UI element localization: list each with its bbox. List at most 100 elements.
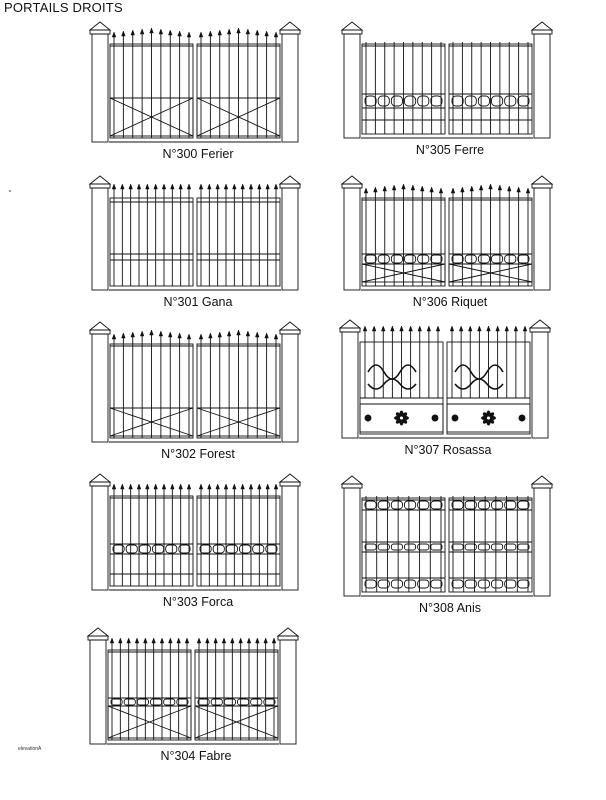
spear-tip: [399, 325, 404, 332]
ring-ornament: [417, 579, 430, 589]
ring-ornament: [110, 698, 123, 706]
pillar: [281, 33, 299, 143]
gate-306: N°306 Riquet: [340, 172, 560, 309]
ring-ornament: [364, 579, 377, 589]
pillar: [343, 487, 361, 597]
pillar-cap: [530, 21, 554, 31]
spear-tip: [136, 183, 142, 190]
ring-ornament: [464, 254, 477, 264]
ring-ornament: [252, 544, 265, 554]
pillar-cap: [278, 175, 302, 185]
gate-307-drawing: [338, 319, 552, 439]
ring-ornament: [491, 95, 504, 107]
gate-leaf-left: [109, 197, 194, 287]
pillar-cap: [528, 319, 552, 329]
cross-panel: [448, 263, 533, 283]
spear-tip: [198, 333, 204, 340]
spear-tip: [525, 187, 531, 194]
spear-tip: [118, 637, 123, 644]
spear-tip: [161, 183, 167, 190]
spear-tip: [217, 29, 222, 36]
spear-tip: [507, 185, 512, 192]
spear-tip: [170, 183, 175, 190]
spear-tip: [246, 637, 252, 644]
spear-tip: [134, 637, 140, 644]
spear-tip: [128, 183, 133, 190]
spear-tip: [208, 30, 213, 37]
pillar-cap: [88, 21, 112, 31]
pillar-cap: [278, 321, 302, 331]
page-title: PORTAILS DROITS: [4, 0, 123, 15]
pillar-cap: [276, 627, 300, 637]
gate-305: N°305 Ferre: [340, 18, 560, 157]
spear-tip: [145, 483, 150, 490]
pillar-cap-band: [279, 481, 301, 487]
pillar-cap-band: [531, 29, 553, 35]
pillar: [89, 639, 107, 745]
pillar-cap-band: [87, 635, 109, 641]
cross-brace: [109, 407, 194, 437]
pillar: [279, 639, 297, 745]
spear-tip: [168, 637, 173, 644]
spear-tip: [390, 325, 395, 332]
pillar: [281, 187, 299, 291]
ring-ornament: [504, 579, 517, 589]
gate-304-caption: N°304 Fabre: [160, 749, 232, 763]
gate-304: N°304 Fabre: [86, 624, 306, 763]
pillar-cap-band: [341, 29, 363, 35]
pillar: [281, 485, 299, 591]
spear-tip: [486, 325, 491, 332]
spear-tip: [382, 185, 387, 192]
pillar-cap-band: [279, 329, 301, 335]
cross-panel: [109, 97, 194, 137]
ring-ornament: [163, 698, 176, 706]
spear-tip: [263, 637, 268, 644]
gate-308-drawing: [340, 475, 554, 597]
ring-ornament: [150, 698, 163, 706]
spear-tip: [257, 183, 262, 190]
pillar-cap-band: [89, 329, 111, 335]
ring-ornament: [263, 698, 276, 706]
ring-ornament: [464, 500, 477, 510]
pillar-cap-band: [529, 327, 551, 333]
gate-300: N°300 Ferier: [88, 18, 308, 161]
rosette-center: [486, 415, 491, 421]
spear-tip: [248, 183, 254, 190]
spear-tip: [264, 332, 269, 339]
spear-tip: [468, 325, 473, 332]
spear-tip: [478, 184, 484, 191]
cross-brace: [361, 263, 446, 283]
pillar-cap: [340, 475, 364, 485]
spear-tip: [429, 186, 434, 193]
panel-dot: [364, 414, 372, 422]
spear-tip: [495, 325, 500, 332]
pillar: [343, 33, 361, 139]
cross-panel: [196, 407, 281, 437]
gate-301-drawing: [88, 175, 302, 291]
spear-tip: [143, 637, 148, 644]
spear-tip: [257, 483, 262, 490]
spear-tip: [130, 29, 135, 36]
spear-tip: [198, 183, 204, 190]
spear-tip: [184, 637, 190, 644]
pillar-cap: [340, 175, 364, 185]
panel-dot: [431, 414, 439, 422]
spear-tip: [245, 330, 251, 337]
spear-tip: [240, 183, 245, 190]
gate-leaf-left: [109, 495, 194, 587]
spear-tip: [153, 183, 158, 190]
ring-ornament: [165, 544, 178, 554]
ring-ornament: [477, 579, 490, 589]
ring-ornament: [404, 95, 417, 107]
spear-tip: [186, 31, 192, 38]
panel-dot: [518, 414, 526, 422]
spear-tip: [136, 483, 142, 490]
pillar-cap: [530, 475, 554, 485]
ring-ornament: [364, 254, 377, 264]
ring-ornament: [504, 95, 517, 107]
spear-tip: [230, 637, 235, 644]
ring-ornament: [112, 544, 125, 554]
spear-tip: [408, 325, 413, 332]
ring-ornament: [404, 500, 417, 510]
spear-tip: [198, 31, 204, 38]
